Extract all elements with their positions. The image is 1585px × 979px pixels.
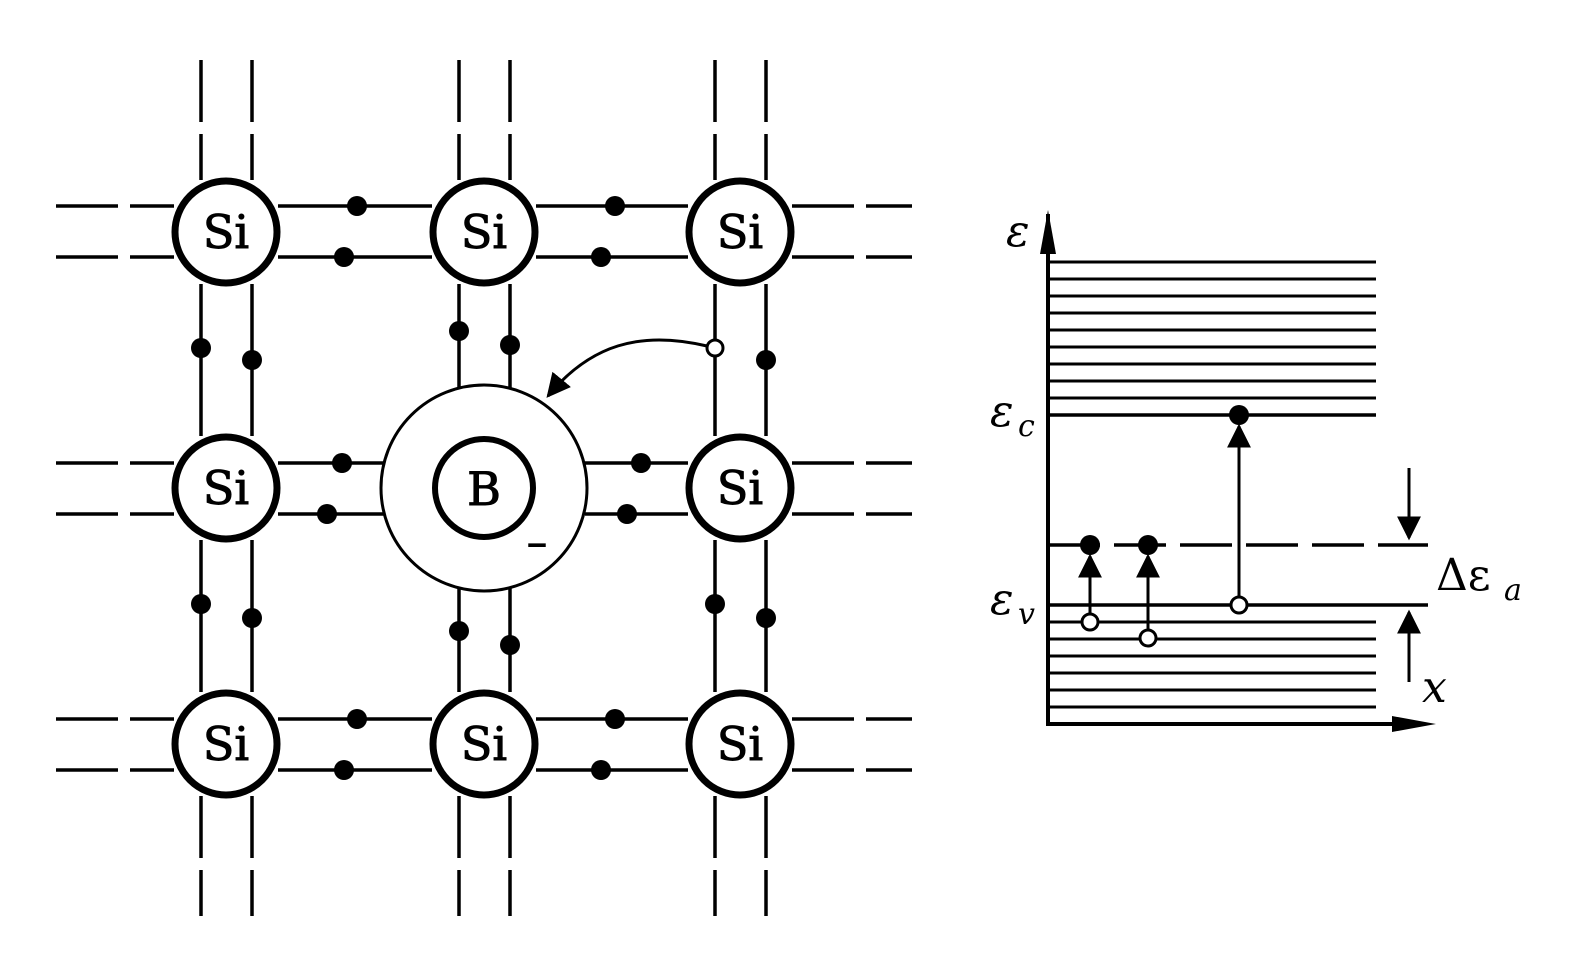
- position-axis-label: x: [1422, 662, 1447, 713]
- acceptor-gap-label: Δε: [1436, 550, 1491, 601]
- si-label: Si: [203, 461, 249, 515]
- electron-dot: [334, 760, 354, 780]
- boron-acceptor: B –: [379, 383, 589, 593]
- electron-dot: [334, 247, 354, 267]
- electron-dot: [756, 350, 776, 370]
- electron-dot: [347, 709, 367, 729]
- si-label: Si: [717, 717, 763, 771]
- si-atom: Si: [429, 177, 539, 287]
- electron-dot: [756, 608, 776, 628]
- si-label: Si: [461, 717, 507, 771]
- band-holes: [1080, 595, 1249, 648]
- si-atom: Si: [171, 433, 281, 543]
- si-atom: Si: [685, 433, 795, 543]
- electron-dot: [317, 504, 337, 524]
- energy-axis-label: ε: [1006, 206, 1030, 257]
- electron-dot: [449, 321, 469, 341]
- band-diagram: ε x ε c ε v Δε a: [990, 206, 1522, 732]
- hole-circle: [1138, 628, 1158, 648]
- electron-dot: [605, 196, 625, 216]
- electron-dot: [1080, 535, 1100, 555]
- electron-dot: [1229, 405, 1249, 425]
- si-atom: Si: [429, 689, 539, 799]
- electron-dot: [332, 453, 352, 473]
- electron-dot: [591, 760, 611, 780]
- conduction-band-levels: [1048, 260, 1376, 417]
- valence-band-subscript: v: [1018, 597, 1035, 632]
- hole-circle: [1229, 595, 1249, 615]
- electron-dot: [605, 709, 625, 729]
- si-label: Si: [461, 205, 507, 259]
- valence-band-label: ε: [990, 574, 1014, 625]
- si-label: Si: [203, 205, 249, 259]
- boron-label: B: [467, 462, 501, 516]
- si-label: Si: [717, 461, 763, 515]
- position-axis-arrowhead: [1392, 716, 1436, 732]
- hole-circle: [1080, 612, 1100, 632]
- si-atoms: Si Si Si Si Si Si: [171, 177, 795, 799]
- electron-dot: [591, 247, 611, 267]
- negative-charge-sign: –: [527, 520, 547, 566]
- electron-dot: [242, 608, 262, 628]
- electron-dot: [191, 594, 211, 614]
- valence-band-levels: [1048, 603, 1428, 709]
- electron-dot: [191, 338, 211, 358]
- si-atom: Si: [685, 689, 795, 799]
- band-electrons: [1080, 405, 1249, 555]
- electron-dot: [242, 350, 262, 370]
- dashed-continuation-bonds: [56, 60, 912, 916]
- crystal-lattice: Si Si Si Si Si Si: [56, 60, 912, 916]
- electron-dot: [617, 504, 637, 524]
- electron-dot: [500, 335, 520, 355]
- si-label: Si: [203, 717, 249, 771]
- electron-dot: [631, 453, 651, 473]
- si-atom: Si: [171, 177, 281, 287]
- electron-dot: [1138, 535, 1158, 555]
- si-label: Si: [717, 205, 763, 259]
- electron-dot: [347, 196, 367, 216]
- hole-circle: [705, 338, 725, 358]
- conduction-band-subscript: c: [1018, 409, 1035, 444]
- acceptor-gap-subscript: a: [1504, 573, 1522, 608]
- si-atom: Si: [685, 177, 795, 287]
- electron-dot: [449, 621, 469, 641]
- conduction-band-label: ε: [990, 386, 1014, 437]
- hole-capture-arrow: [546, 338, 708, 398]
- electron-dot: [705, 594, 725, 614]
- energy-axis-arrowhead: [1040, 210, 1056, 254]
- bonding-electrons: [191, 196, 776, 780]
- si-atom: Si: [171, 689, 281, 799]
- boron-core: [432, 436, 536, 540]
- electron-dot: [500, 635, 520, 655]
